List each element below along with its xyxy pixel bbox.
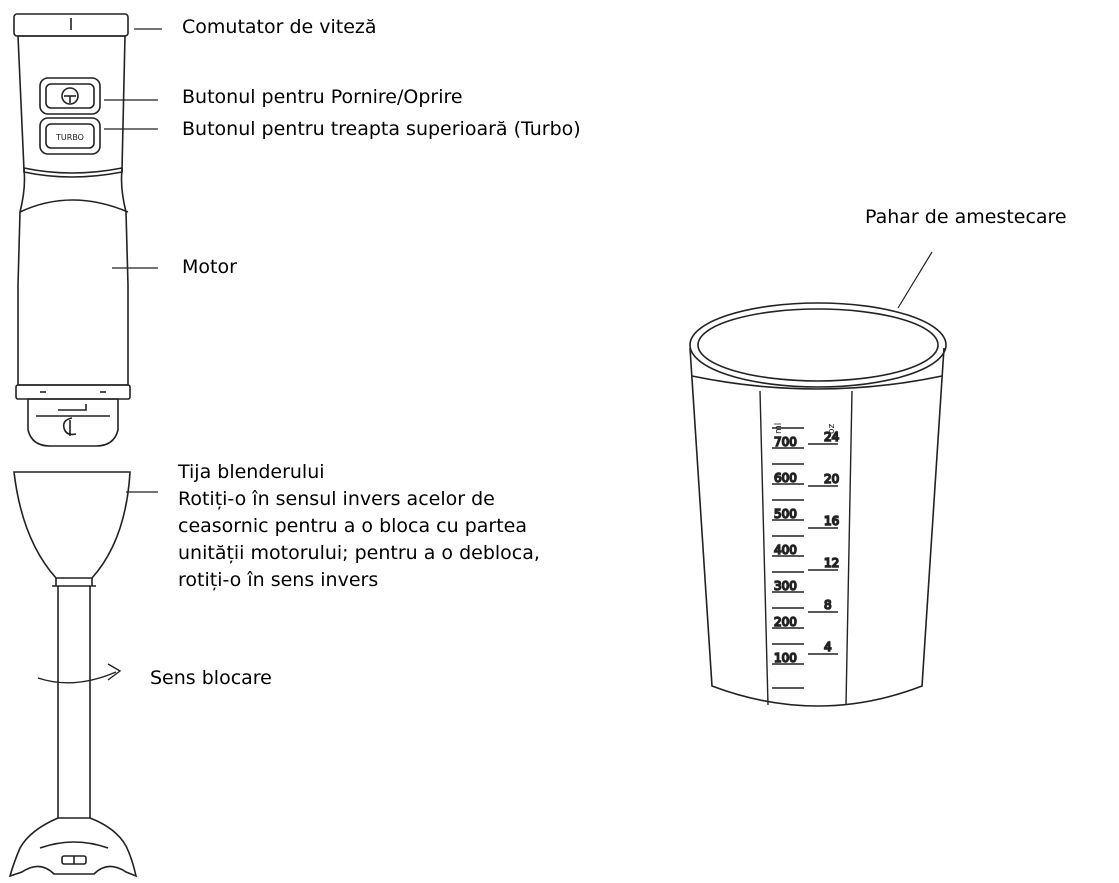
speed-switch-label: Comutator de viteză [182,16,377,38]
cup-scale-panel [759,390,853,706]
cup-ml-mark: 400 [774,543,797,557]
cup-ml-mark: 700 [774,435,797,449]
cup-ml-mark: 200 [774,615,797,629]
power-icon [61,87,79,105]
mixing-cup-label: Pahar de amestecare [865,206,1067,228]
cup-oz-mark: 16 [824,514,839,528]
leader-lines [104,28,933,493]
cup-ml-mark: 600 [774,471,797,485]
cup-oz-mark: 4 [824,640,832,654]
blender-shaft [8,471,138,878]
cup-oz-mark: 20 [824,472,839,486]
cup-oz-mark: 12 [824,556,839,570]
motor-coupler [27,398,119,447]
turbo-button-label: Butonul pentru treapta superioară (Turbo… [182,118,581,140]
cup-oz-mark: 24 [824,430,839,444]
cup-body [689,347,945,707]
blender-shaft-title: Tija blenderului [178,461,325,483]
turbo-button-text: TURBO [55,133,84,142]
turbo-button [39,117,101,155]
motor-label: Motor [182,256,237,278]
motor-base-ring [15,384,131,400]
cup-ml-mark: 100 [774,651,797,665]
cup-scale-marks: 700 600 500 400 300 200 100 24 20 16 12 8 4 [772,427,840,689]
cup-oz-mark: 8 [824,598,832,612]
blade-guard [8,817,138,878]
cup-oz-unit: oz [827,423,837,434]
shaft-collar [13,471,131,579]
power-button [39,77,101,115]
cup-rim-inner [697,308,939,382]
blender-shaft-line-1: Rotiți-o în sensul invers acelor de [178,487,495,510]
mixing-cup [689,302,947,707]
cup-rim-outer [689,302,947,388]
lock-direction-label: Sens blocare [150,667,272,689]
blender-shaft-line-2: ceasornic pentru a o bloca cu partea [178,514,527,537]
cup-ml-mark: 500 [774,507,797,521]
blender-shaft-line-3: unității motorului; pentru a o debloca, [178,541,540,564]
handle-grip-panel [23,167,123,178]
blender-shaft-line-4: rotiți-o în sens invers [178,568,379,591]
lock-direction-arrow [37,671,117,684]
blender-shaft-label: Tija blenderului Rotiți-o în sensul inve… [178,459,540,594]
cup-ml-mark: 300 [774,579,797,593]
power-button-label: Butonul pentru Pornire/Oprire [182,86,463,108]
motor-unit: TURBO [13,13,131,447]
